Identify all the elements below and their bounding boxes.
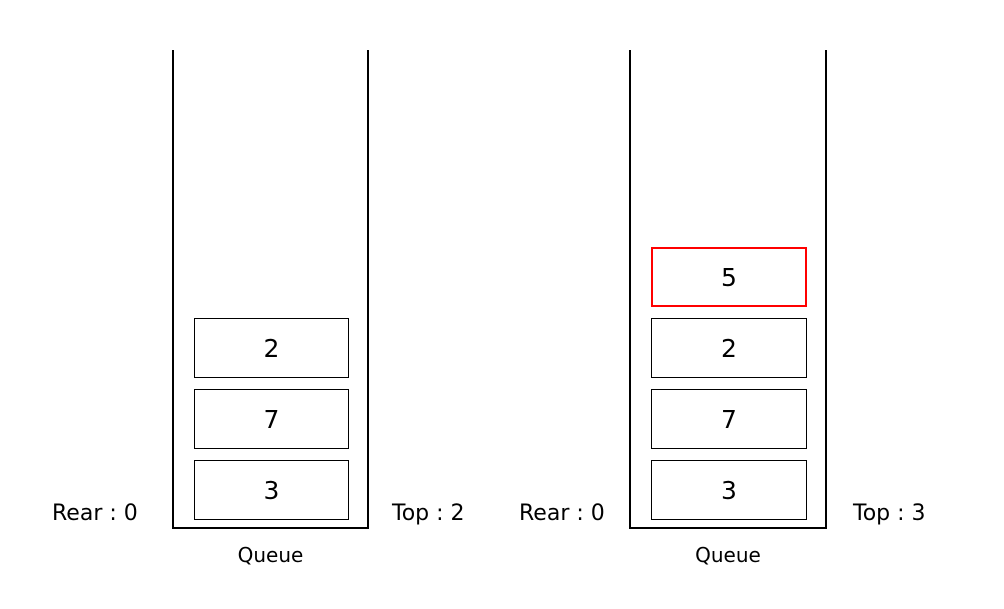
- stack-cell-list-after: 5 2 7 3: [651, 247, 807, 520]
- stack-cell[interactable]: 2: [651, 318, 807, 378]
- stack-cell[interactable]: 7: [651, 389, 807, 449]
- stack-cell[interactable]: 2: [194, 318, 349, 378]
- stack-caption: Queue: [237, 543, 304, 567]
- stack-panel-before: 2 7 3 Rear : 0 Top : 2 Queue: [0, 0, 500, 609]
- stack-cell[interactable]: 3: [651, 460, 807, 520]
- stack-cell-list-before: 2 7 3: [194, 318, 349, 520]
- stack-cell[interactable]: 7: [194, 389, 349, 449]
- rear-pointer-label: Rear : 0: [519, 501, 605, 526]
- top-pointer-label: Top : 2: [392, 501, 465, 526]
- rear-pointer-label: Rear : 0: [52, 501, 138, 526]
- top-pointer-label: Top : 3: [853, 501, 926, 526]
- stack-cell-pushed[interactable]: 5: [651, 247, 807, 307]
- stack-container-after: 5 2 7 3: [629, 50, 827, 529]
- stack-container-before: 2 7 3: [172, 50, 369, 529]
- stack-caption: Queue: [695, 543, 761, 567]
- stack-cell[interactable]: 3: [194, 460, 349, 520]
- stack-panel-after: 5 2 7 3 Rear : 0 Top : 3 Queue: [457, 0, 1004, 609]
